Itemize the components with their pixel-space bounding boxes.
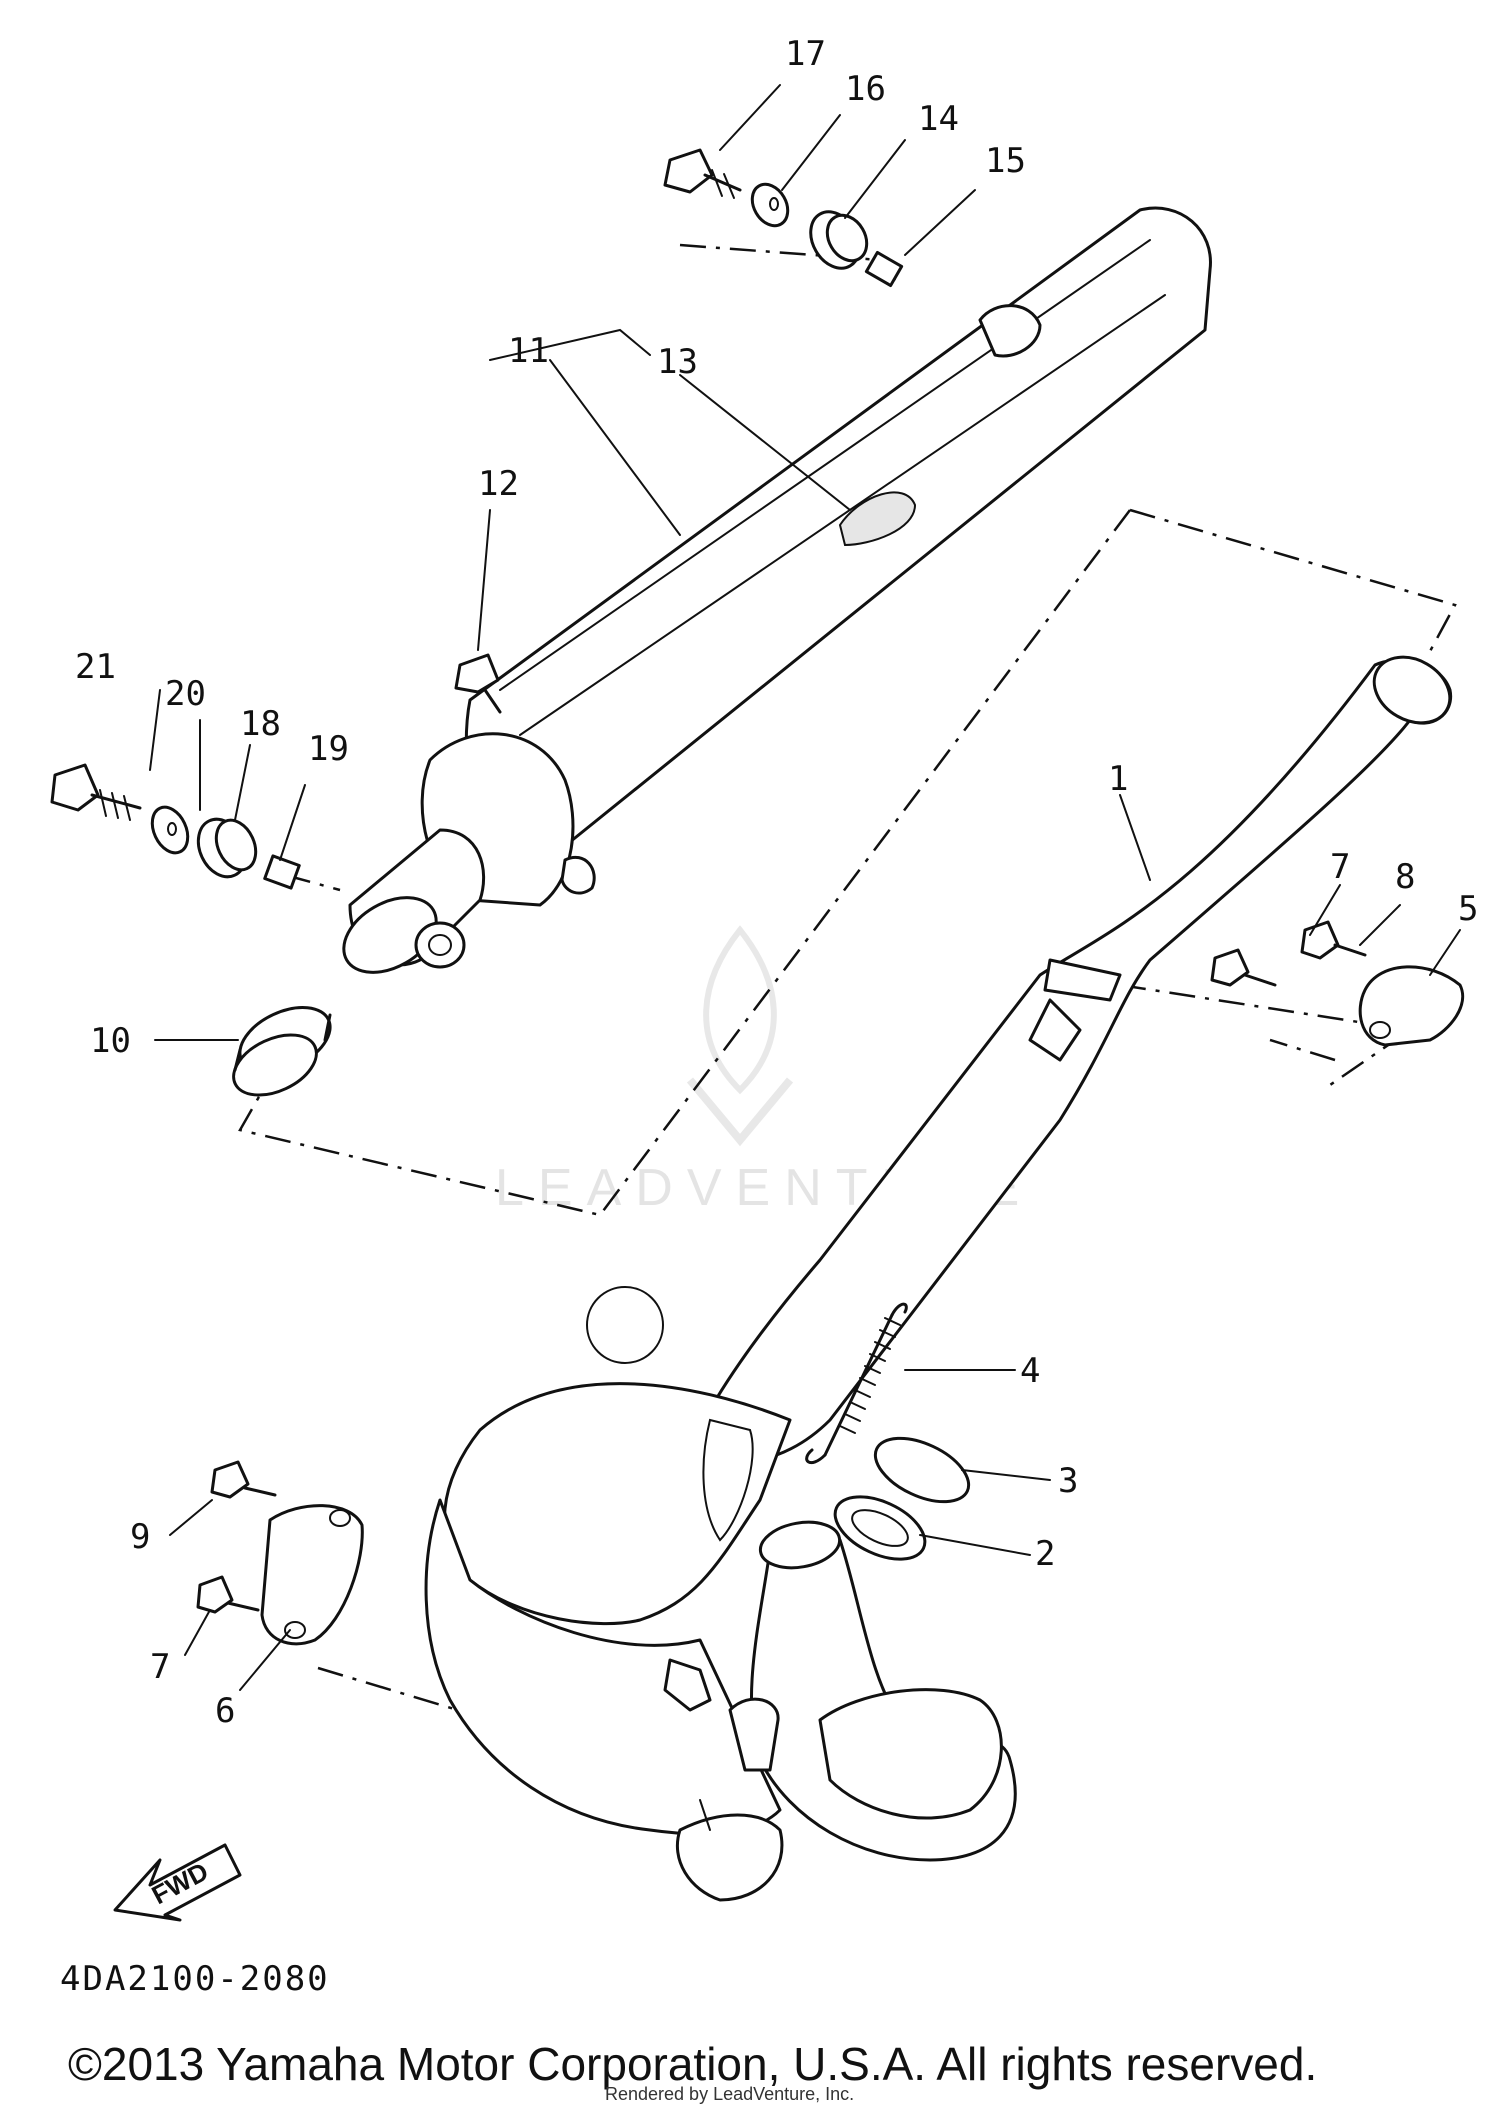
callout-17: 17 <box>785 34 826 74</box>
muffler-assembly <box>342 206 1212 974</box>
hardware-parts <box>50 148 1465 1646</box>
callout-1: 1 <box>1108 759 1128 799</box>
callout-labels: 17 16 14 15 11 13 12 21 20 18 19 10 1 7 … <box>75 34 1478 1731</box>
callout-6: 6 <box>215 1691 235 1731</box>
callout-5: 5 <box>1458 889 1478 929</box>
copyright-text: ©2013 Yamaha Motor Corporation, U.S.A. A… <box>68 2038 1317 2090</box>
callout-4: 4 <box>1020 1351 1040 1391</box>
callout-18: 18 <box>240 704 281 744</box>
callout-10: 10 <box>90 1021 131 1061</box>
callout-7-right: 7 <box>1330 847 1350 887</box>
rendered-by-text: Rendered by LeadVenture, Inc. <box>605 2084 854 2104</box>
callout-2: 2 <box>1035 1534 1055 1574</box>
callout-21: 21 <box>75 647 116 687</box>
diagram-code: 4DA2100-2080 <box>60 1959 330 1999</box>
callout-20: 20 <box>165 674 206 714</box>
callout-3: 3 <box>1058 1461 1078 1501</box>
callout-14: 14 <box>918 99 959 139</box>
fwd-arrow-icon: FWD <box>113 1843 242 1922</box>
callout-12: 12 <box>478 464 519 504</box>
leader-lines <box>149 84 1461 1691</box>
callout-15: 15 <box>985 141 1026 181</box>
callout-7-left: 7 <box>150 1647 170 1687</box>
callout-9: 9 <box>130 1517 150 1557</box>
callout-8: 8 <box>1395 857 1415 897</box>
callout-16: 16 <box>845 69 886 109</box>
callout-13: 13 <box>657 342 698 382</box>
callout-11: 11 <box>508 331 549 371</box>
expansion-chamber <box>424 655 1453 1902</box>
callout-19: 19 <box>308 729 349 769</box>
